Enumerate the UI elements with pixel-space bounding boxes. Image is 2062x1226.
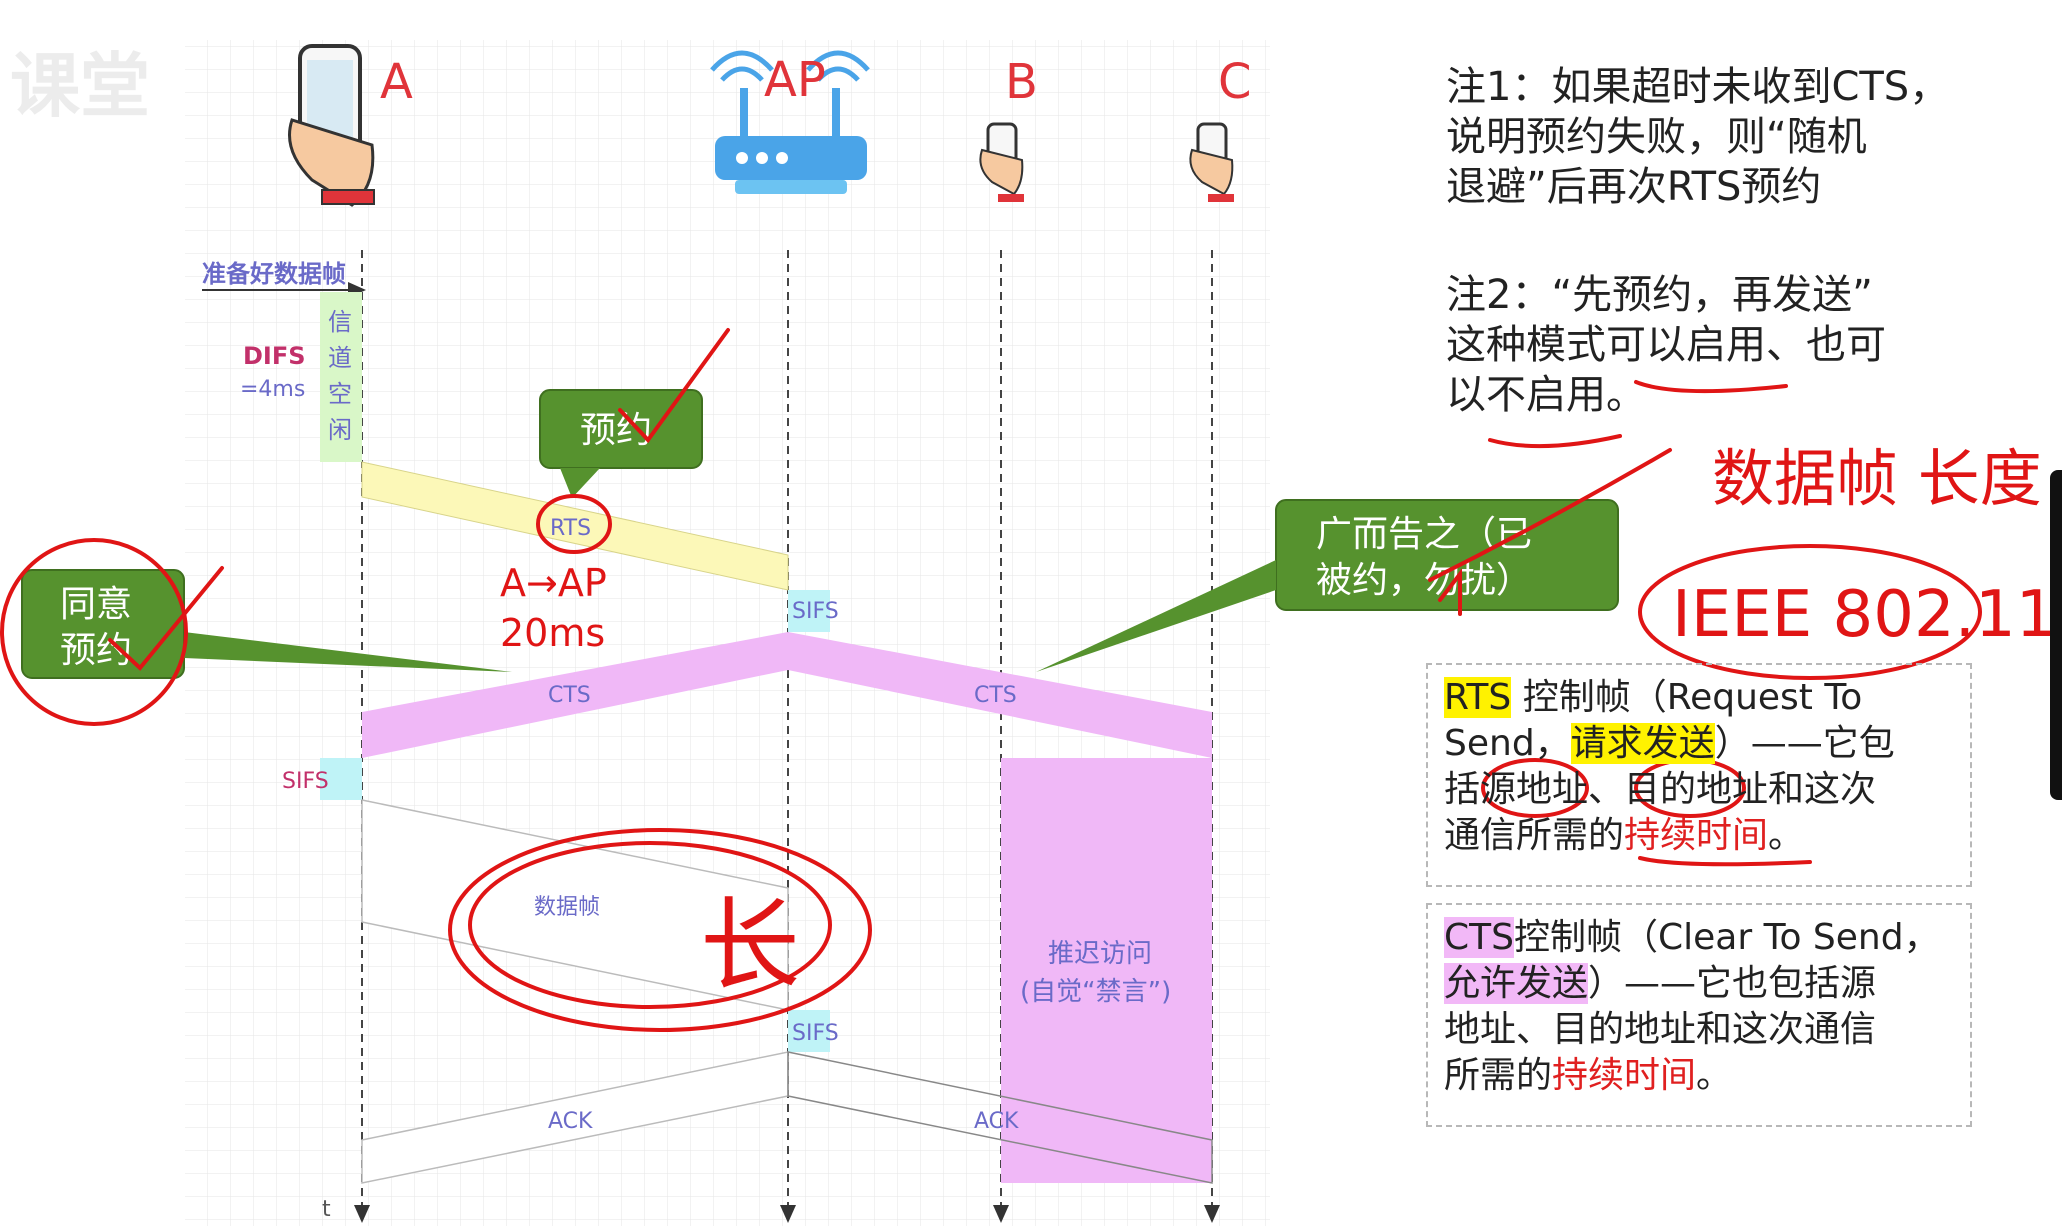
- cts-text-2: ）——它也包括源: [1588, 963, 1877, 1004]
- ready-frame-label: 准备好数据帧: [202, 260, 346, 288]
- cts-text-3: 地址、目的地址和这次通信: [1444, 1009, 1877, 1050]
- handwriting-text: A→AP 20ms 长 数据帧 长度 IEEE 802.11: [500, 442, 2056, 1004]
- check-mark-agree: [108, 566, 224, 671]
- sifs-a-label: SIFS: [282, 769, 329, 794]
- watermark: 课堂: [10, 45, 150, 127]
- difs-label: DIFS: [243, 342, 306, 370]
- defer-label-1: 推迟访问: [1048, 939, 1152, 969]
- ack-label-right: ACK: [974, 1109, 1019, 1134]
- hw-20ms: 20ms: [500, 611, 605, 655]
- disable-underline: [1488, 434, 1622, 449]
- rts-text-3: 括源地址、目的地址和这次: [1444, 769, 1877, 810]
- hw-long: 长: [700, 887, 800, 1004]
- window-edge-scrollbar[interactable]: [2050, 470, 2062, 800]
- cts-text-1: 控制帧（Clear To Send，: [1513, 917, 1940, 958]
- rts-highlight: 请求发送: [1570, 723, 1715, 764]
- difs-interval: [320, 292, 362, 462]
- ieee-circle: [1638, 544, 1982, 680]
- ack-frame-right: [787, 1051, 1213, 1184]
- enable-underline: [1634, 380, 1788, 394]
- sifs-ap-2: [788, 1010, 830, 1052]
- hw-a-to-ap: A→AP: [500, 561, 607, 605]
- svg-text:闲: 闲: [328, 416, 352, 444]
- data-frame-circle-outer: [448, 828, 872, 1032]
- note-1: 注1：如果超时未收到CTS， 说明预约失败，则“随机 退避”后再次RTS预约: [1446, 62, 1966, 212]
- cts-text-4a: 所需的: [1444, 1055, 1553, 1096]
- sifs-a: [320, 758, 362, 800]
- station-label-a: A: [380, 54, 413, 110]
- station-label-c: C: [1218, 54, 1252, 110]
- cts-term: CTS: [1444, 917, 1514, 958]
- note-2-line-1: 注2：“先预约，再发送”: [1446, 272, 1873, 318]
- rts-label: RTS: [550, 516, 591, 541]
- station-label-ap: AP: [764, 52, 826, 108]
- note-2-line-2: 这种模式可以启用、也可: [1446, 322, 1886, 368]
- phone-icon-c: [1189, 122, 1234, 202]
- svg-text:道: 道: [328, 344, 352, 372]
- note-1-line-2: 说明预约失败，则“随机: [1446, 114, 1867, 160]
- cts-duration: 持续时间: [1552, 1055, 1697, 1096]
- rts-text-2b: ）——它包: [1714, 723, 1895, 764]
- note-2-line-3: 以不启用。: [1446, 372, 1646, 418]
- agree-circle: [0, 538, 188, 726]
- source-addr-circle: [1481, 758, 1589, 818]
- note-1-line-1: 注1：如果超时未收到CTS，: [1446, 64, 1950, 110]
- stroke-to-length: [1428, 448, 1672, 582]
- check-mark-reserve: [618, 328, 730, 444]
- svg-text:广而告之（已: 广而告之（已: [1316, 514, 1532, 555]
- hw-ieee: IEEE 802.11: [1672, 578, 2056, 652]
- cts-highlight: 允许发送: [1444, 963, 1589, 1004]
- defer-label-2: (自觉“禁言”): [1020, 977, 1171, 1007]
- rts-definition-box: RTS 控制帧（Request To Send，请求发送）——它包 括源地址、目…: [1426, 663, 1972, 887]
- svg-text:信: 信: [328, 308, 352, 336]
- data-frame-label: 数据帧: [534, 895, 600, 920]
- handwriting-annotations: [0, 328, 1982, 1032]
- phone-icon-a: [288, 44, 375, 207]
- sifs-ap-1-label: SIFS: [792, 599, 839, 624]
- sifs-ap-1: [788, 590, 830, 632]
- channel-idle-text: 信 道 空 闲: [328, 308, 352, 444]
- cts-label-left: CTS: [548, 683, 591, 708]
- rts-text-4a: 通信所需的: [1444, 815, 1625, 856]
- defer-access-region: [1001, 758, 1212, 1183]
- cts-frame-right: [788, 632, 1212, 758]
- callout-agree: 同意 预约: [21, 569, 512, 679]
- cts-text-4b: 。: [1696, 1055, 1733, 1096]
- router-icon-ap: [710, 50, 870, 194]
- rts-text-2a: Send，: [1444, 723, 1571, 764]
- rts-text-1: 控制帧（Request To: [1511, 677, 1863, 718]
- station-label-b: B: [1005, 54, 1038, 110]
- phone-icon-b: [979, 122, 1024, 202]
- sifs-ap-2-label: SIFS: [792, 1021, 839, 1046]
- callout-reserve: 预约: [539, 389, 703, 498]
- cts-frame-left: [362, 632, 788, 758]
- rts-term: RTS: [1444, 677, 1512, 718]
- hw-frame-length: 数据帧 长度: [1712, 442, 2042, 515]
- svg-text:被约，勿扰）: 被约，勿扰）: [1316, 560, 1532, 601]
- difs-value: =4ms: [240, 377, 305, 402]
- rts-duration: 持续时间: [1624, 815, 1769, 856]
- svg-text:同意: 同意: [60, 584, 132, 625]
- svg-text:空: 空: [328, 380, 352, 408]
- data-frame-circle-inner: [468, 841, 832, 1009]
- rts-text-4b: 。: [1768, 815, 1805, 856]
- cts-label-right: CTS: [974, 683, 1017, 708]
- time-axis-label: t: [322, 1197, 331, 1222]
- note-2: 注2：“先预约，再发送” 这种模式可以启用、也可 以不启用。: [1446, 270, 1966, 420]
- note-1-line-3: 退避”后再次RTS预约: [1446, 164, 1822, 210]
- duration-underline: [1638, 856, 1812, 867]
- rts-circle: [536, 494, 612, 554]
- check-mark-announce: [1438, 568, 1462, 616]
- cts-definition-box: CTS控制帧（Clear To Send， 允许发送）——它也包括源 地址、目的…: [1426, 903, 1972, 1127]
- ack-label-left: ACK: [548, 1109, 593, 1134]
